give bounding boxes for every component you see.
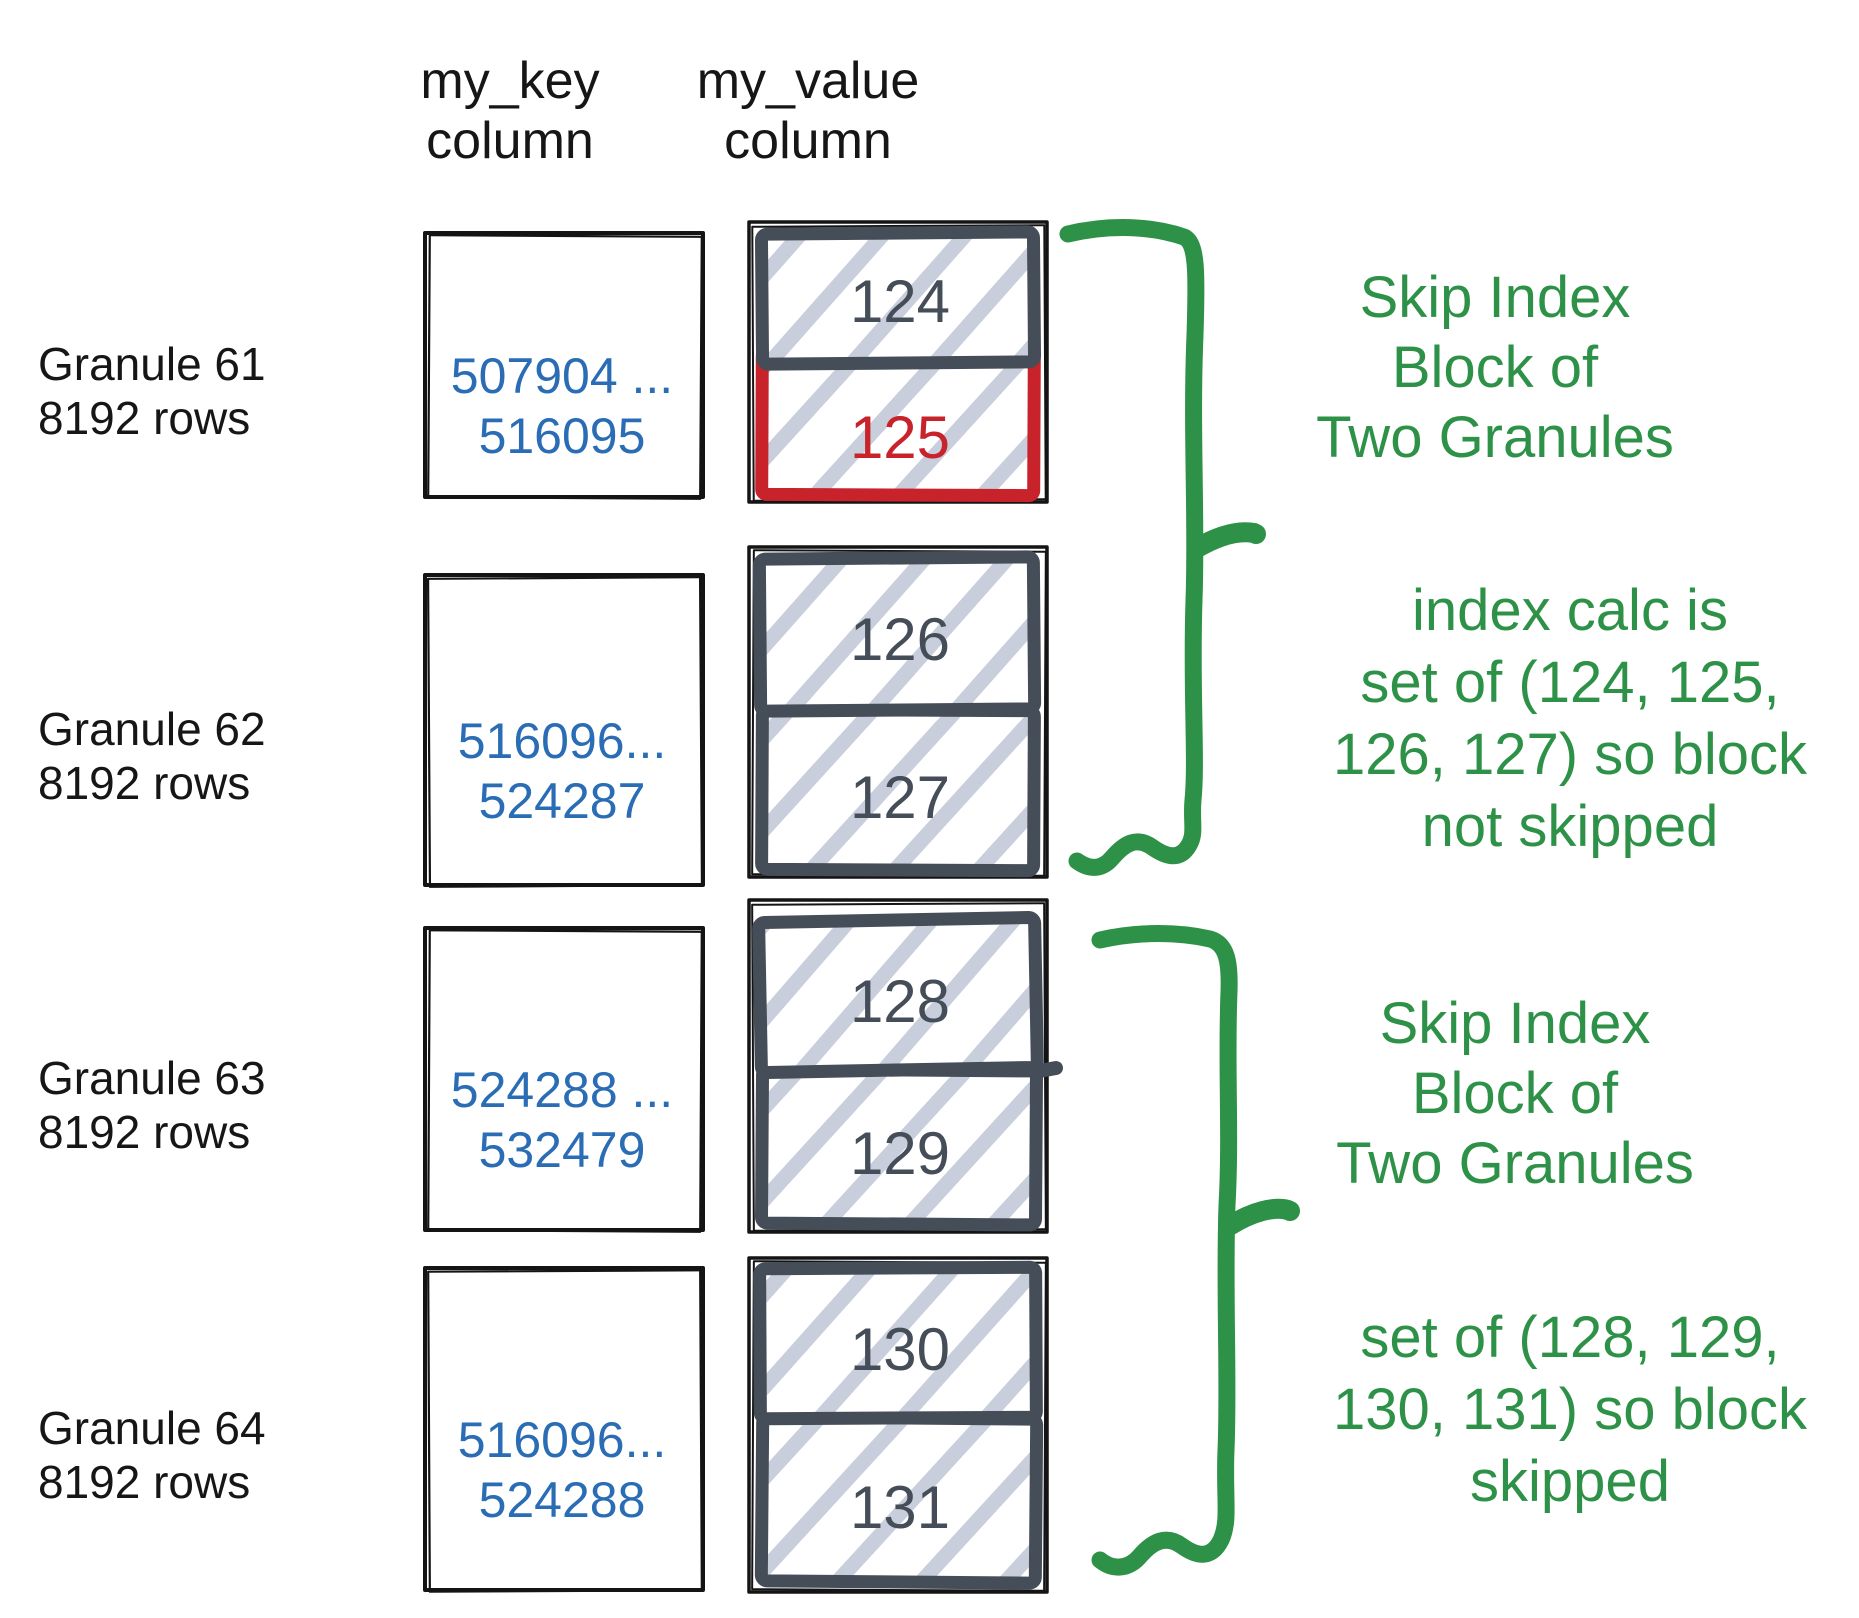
value-block-group: 126 127 [747,545,1049,879]
key-range-line2: 524287 [479,773,646,829]
key-range-line2: 524288 [479,1472,646,1528]
value-block-label: 131 [850,1474,950,1541]
granule-label-line2: 8192 rows [38,392,250,444]
annotation-line: index calc is [1412,578,1728,643]
value-block-126-box [752,550,1042,718]
brace-tick-blob [1280,1201,1300,1221]
brace-tick-blob [1246,524,1266,544]
annotation-line: Block of [1392,335,1599,400]
key-box: 524288 ... 532479 [423,926,705,1233]
value-block-label: 129 [850,1120,950,1187]
value-block-label: 130 [850,1316,950,1383]
granule-label-line1: Granule 62 [38,703,266,755]
value-block-group: 130 131 [747,1256,1049,1594]
brace-granules-63-64 [1091,925,1300,1576]
key-range-line1: 507904 ... [451,348,673,404]
annotation-line: Skip Index [1380,991,1651,1056]
granule-label-line1: Granule 61 [38,338,266,390]
value-block-128-box [752,910,1044,1080]
key-column-header-line2: column [426,112,594,170]
annotation-line: set of (128, 129, [1360,1305,1779,1370]
annotation-line: set of (124, 125, [1360,650,1779,715]
value-block-label-highlighted: 125 [850,404,950,471]
value-block-124-box [754,225,1042,371]
annotation-line: Skip Index [1360,265,1631,330]
value-block-label: 128 [850,968,950,1035]
granule-label-line1: Granule 64 [38,1402,266,1454]
value-block-label: 126 [850,606,950,673]
annotation-line: 126, 127) so block [1333,722,1808,787]
sketch-overshoot-stroke [1027,1061,1063,1079]
annotation-line: Block of [1412,1061,1619,1126]
granule-label-line2: 8192 rows [38,1456,250,1508]
annotation-line: not skipped [1422,794,1719,859]
granule-61-row: Granule 61 8192 rows 507904 ... 516095 1… [38,220,1049,504]
column-headers: my_key column my_value column [420,52,919,170]
value-block-label: 127 [850,764,950,831]
key-range-line2: 532479 [479,1122,646,1178]
annotation-line: skipped [1470,1449,1670,1514]
key-range-line1: 516096... [458,1412,667,1468]
granule-label-line1: Granule 63 [38,1052,266,1104]
granule-64-row: Granule 64 8192 rows 516096... 524288 13… [38,1256,1049,1594]
annotation-line: 130, 131) so block [1333,1377,1808,1442]
value-column-header-line1: my_value [697,52,920,110]
granule-label-line2: 8192 rows [38,757,250,809]
brace-stroke [1059,219,1205,876]
value-block-label: 124 [850,268,950,335]
annotation-index-calc-2: set of (128, 129, 130, 131) so block ski… [1333,1305,1808,1514]
value-block-130-box [753,1260,1043,1426]
key-range-line2: 516095 [479,408,646,464]
key-box: 516096... 524288 [423,1266,705,1593]
granule-63-row: Granule 63 8192 rows 524288 ... 532479 1… [38,898,1063,1234]
value-block-group: 128 129 [747,898,1063,1234]
value-column-header-line2: column [724,112,892,170]
value-block-group: 124 125 [747,220,1049,504]
brace-middle-tick [1187,522,1264,558]
key-box: 516096... 524287 [423,573,705,888]
key-range-line1: 524288 ... [451,1062,673,1118]
key-box: 507904 ... 516095 [423,231,705,500]
brace-granules-61-62 [1059,219,1266,876]
annotation-line: Two Granules [1336,1131,1694,1196]
granule-label-line2: 8192 rows [38,1106,250,1158]
brace-stroke [1091,925,1238,1576]
annotation-index-calc-1: index calc is set of (124, 125, 126, 127… [1333,578,1808,859]
annotation-skip-block-1: Skip Index Block of Two Granules [1316,265,1674,470]
annotation-skip-block-2: Skip Index Block of Two Granules [1336,991,1694,1196]
granule-62-row: Granule 62 8192 rows 516096... 524287 12… [38,545,1049,888]
brace-middle-tick [1221,1198,1298,1235]
key-column-header-line1: my_key [420,52,599,110]
key-range-line1: 516096... [458,713,667,769]
annotation-line: Two Granules [1316,405,1674,470]
